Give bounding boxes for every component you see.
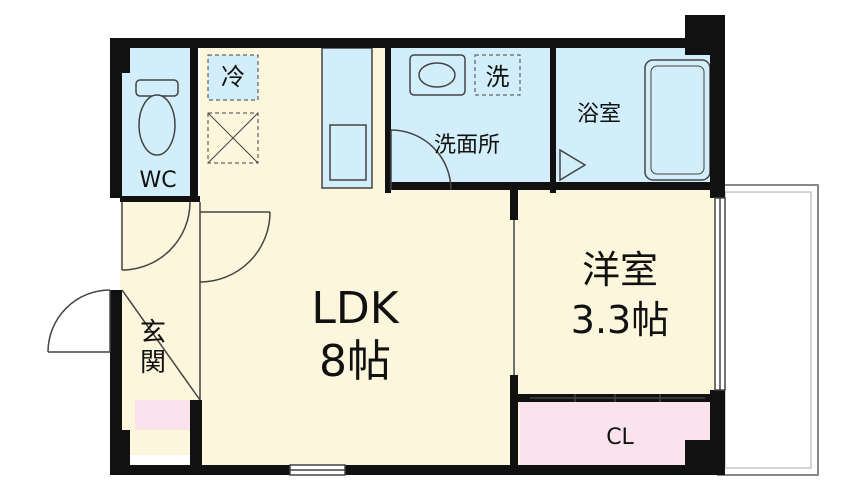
entrance-char: 関 <box>140 348 167 378</box>
fridge-space <box>207 54 259 101</box>
western-room-name: 洋室 <box>581 248 658 292</box>
washer-label: 洗 <box>485 63 510 91</box>
ldk-name: LDK <box>311 283 399 334</box>
bathtub <box>644 59 711 181</box>
closet-floor <box>520 400 715 470</box>
storage-space <box>207 112 259 164</box>
western-room-size: 3.3帖 <box>570 298 670 342</box>
entrance-char: 玄 <box>140 318 167 348</box>
entrance-mat <box>135 400 190 430</box>
closet-doors <box>530 394 705 402</box>
washer-space <box>474 54 521 96</box>
western-room-floor <box>520 190 715 400</box>
balcony <box>717 184 819 476</box>
fridge-label: 冷 <box>221 63 245 91</box>
wash-basin <box>409 54 466 96</box>
ldk-size: 8帖 <box>319 336 391 387</box>
washroom-label: 洗面所 <box>433 133 500 158</box>
toilet-tank <box>135 79 179 97</box>
entrance-label: 玄関 <box>140 318 167 378</box>
toilet-bowl <box>138 94 176 156</box>
door-swings <box>47 129 587 353</box>
kitchen-sink <box>329 124 367 181</box>
windows <box>289 197 726 476</box>
closet-label: CL <box>606 425 634 450</box>
wc-label: WC <box>139 168 177 193</box>
bathroom-label: 浴室 <box>576 102 621 127</box>
